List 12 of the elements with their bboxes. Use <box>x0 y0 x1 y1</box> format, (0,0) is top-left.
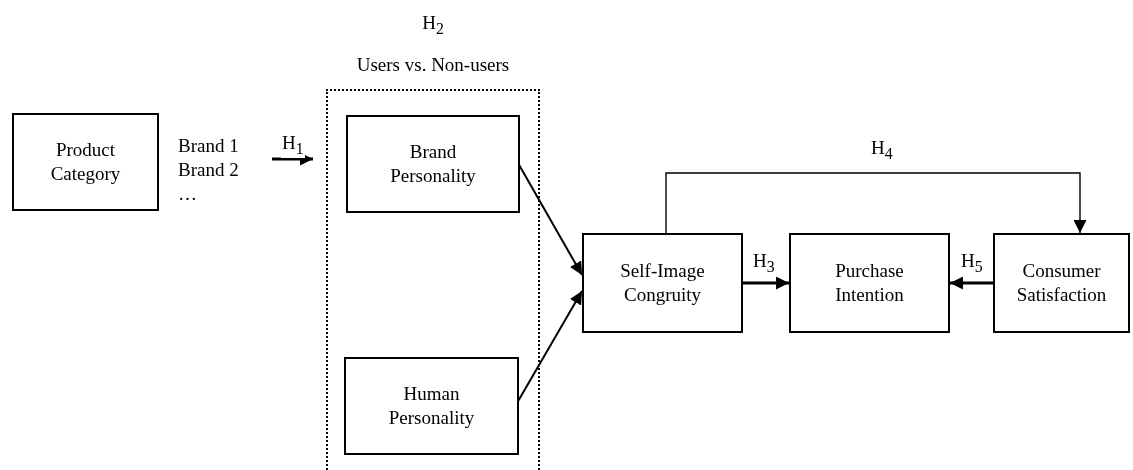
group-heading: Users vs. Non-users <box>355 53 511 77</box>
concept-box: Self-Image Congruity <box>582 233 743 333</box>
arrow <box>950 276 993 290</box>
concept-box: Brand Personality <box>346 115 520 213</box>
concept-box: Purchase Intention <box>789 233 950 333</box>
hypothesis-label: H$_{2}$ <box>421 11 445 39</box>
concept-box: Human Personality <box>344 357 519 455</box>
arrow <box>665 172 1087 234</box>
arrow <box>743 276 789 290</box>
arrow <box>272 152 313 166</box>
concept-box: Product Category <box>12 113 159 211</box>
concept-box: Consumer Satisfaction <box>993 233 1130 333</box>
